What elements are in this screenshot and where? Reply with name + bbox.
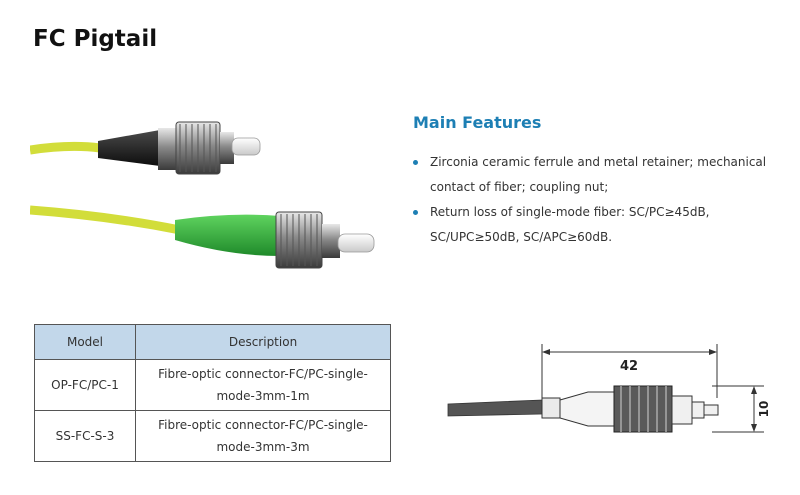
column-header-model: Model <box>34 324 136 360</box>
model-table: Model Description OP-FC/PC-1 Fibre-optic… <box>34 324 391 462</box>
column-header-description: Description <box>135 324 391 360</box>
cell-model: OP-FC/PC-1 <box>34 359 136 411</box>
feature-text: Return loss of single-mode fiber: SC/PC≥… <box>430 205 710 244</box>
table-row: OP-FC/PC-1 Fibre-optic connector-FC/PC-s… <box>34 359 391 411</box>
feature-item: Zirconia ceramic ferrule and metal retai… <box>413 150 778 200</box>
product-photo <box>30 121 375 269</box>
table-header-row: Model Description <box>34 324 391 360</box>
connector-green-boot <box>30 205 375 269</box>
connector-black-boot <box>30 121 261 175</box>
features-heading: Main Features <box>413 113 542 132</box>
bullet-icon <box>413 160 418 165</box>
features-list: Zirconia ceramic ferrule and metal retai… <box>413 150 778 250</box>
bullet-icon <box>413 210 418 215</box>
length-dimension-label: 42 <box>620 359 638 374</box>
dimension-drawing: 42 10 <box>447 344 771 433</box>
feature-item: Return loss of single-mode fiber: SC/PC≥… <box>413 200 778 250</box>
height-dimension-label: 10 <box>757 401 771 418</box>
cell-description: Fibre-optic connector-FC/PC-single-mode-… <box>135 410 391 462</box>
page-title: FC Pigtail <box>33 26 158 52</box>
feature-text: Zirconia ceramic ferrule and metal retai… <box>430 155 767 194</box>
cell-description: Fibre-optic connector-FC/PC-single-mode-… <box>135 359 391 411</box>
table-row: SS-FC-S-3 Fibre-optic connector-FC/PC-si… <box>34 410 391 462</box>
cell-model: SS-FC-S-3 <box>34 410 136 462</box>
